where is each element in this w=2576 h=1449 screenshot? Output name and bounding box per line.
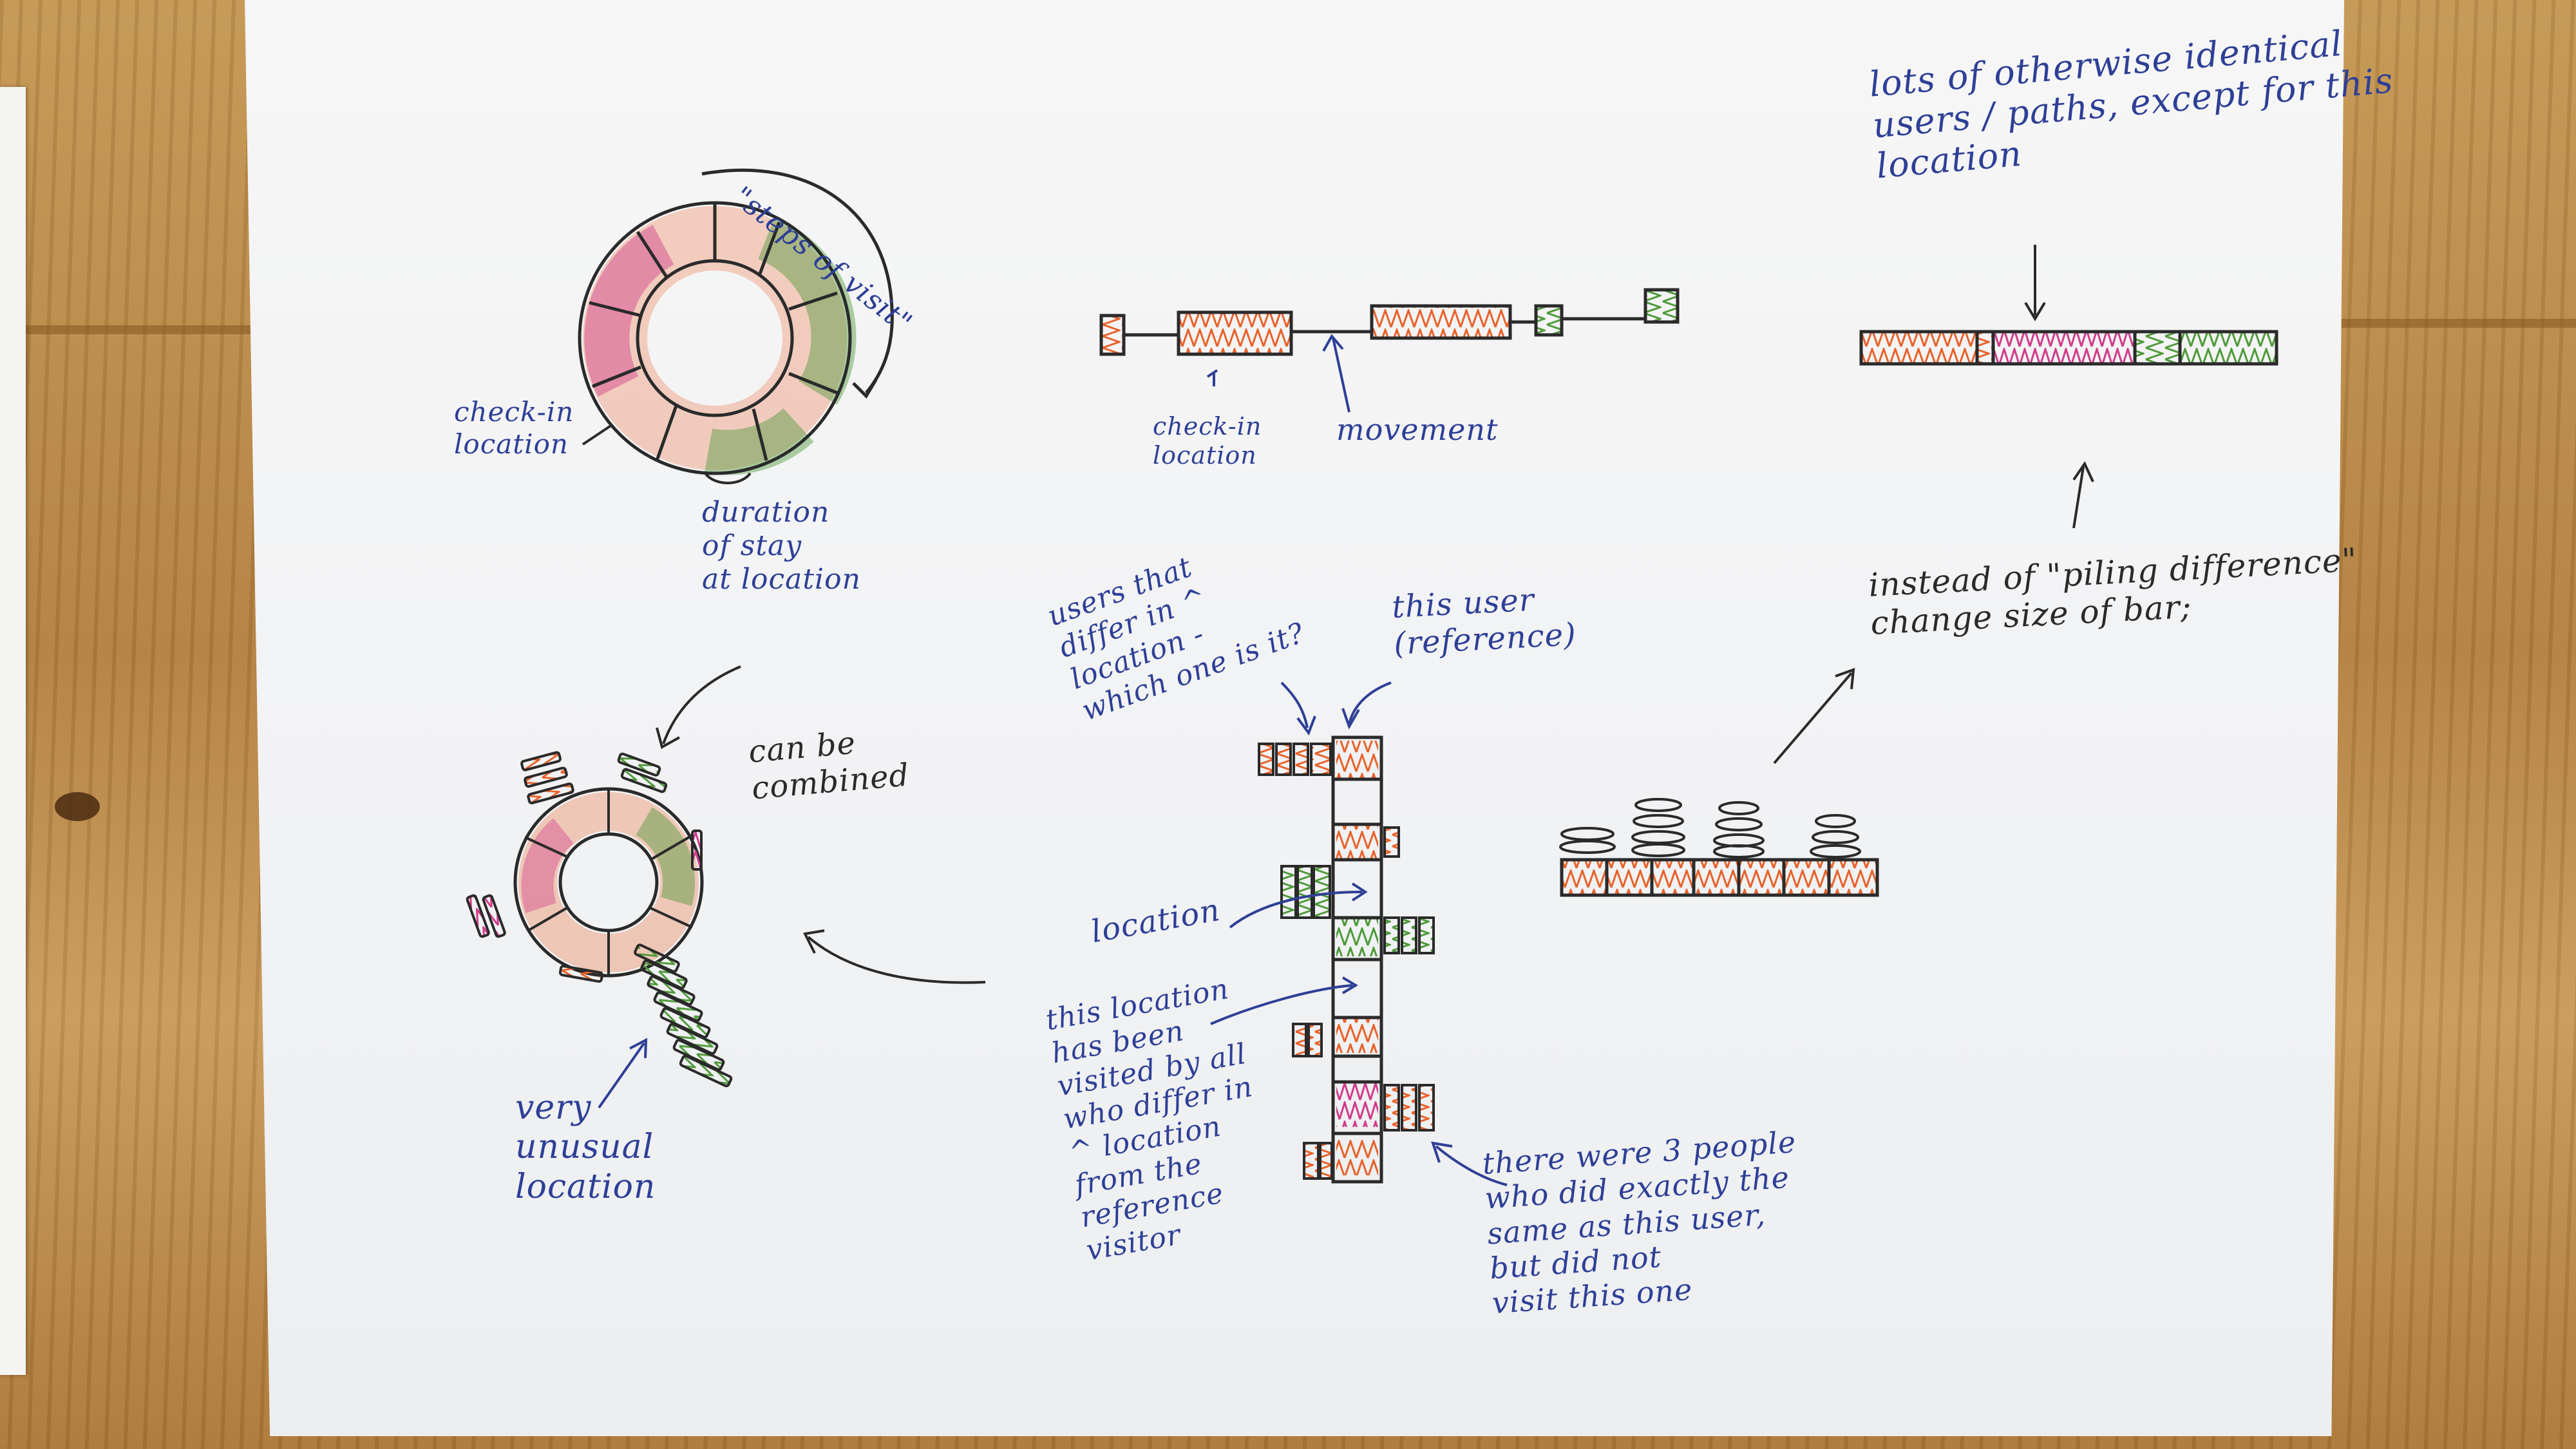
paper-sheet xyxy=(245,0,2344,1436)
linear-path xyxy=(1099,288,1680,413)
label-checkin-location-ring: check-in location xyxy=(454,396,574,460)
label-checkin-location-bar: check-in location xyxy=(1153,412,1262,469)
edge-sheet xyxy=(0,87,26,1375)
wood-knot xyxy=(55,792,100,821)
reference-column xyxy=(1210,681,1508,1186)
label-three-people: there were 3 people who did exactly the … xyxy=(1481,1124,1797,1321)
label-can-be-combined: can be combined xyxy=(747,724,911,807)
table-seam xyxy=(0,325,258,334)
label-this-user-reference: this user (reference) xyxy=(1391,582,1578,662)
long-bar xyxy=(1859,245,2278,529)
label-movement: movement xyxy=(1336,412,1499,447)
label-very-unusual: very unusual location xyxy=(515,1088,656,1206)
stacked-bar xyxy=(1559,668,1879,897)
table-seam xyxy=(2293,319,2576,328)
label-duration-of-stay: duration of stay at location xyxy=(702,496,861,596)
radial-diagram xyxy=(466,665,986,1109)
ring-diagram xyxy=(578,168,894,484)
